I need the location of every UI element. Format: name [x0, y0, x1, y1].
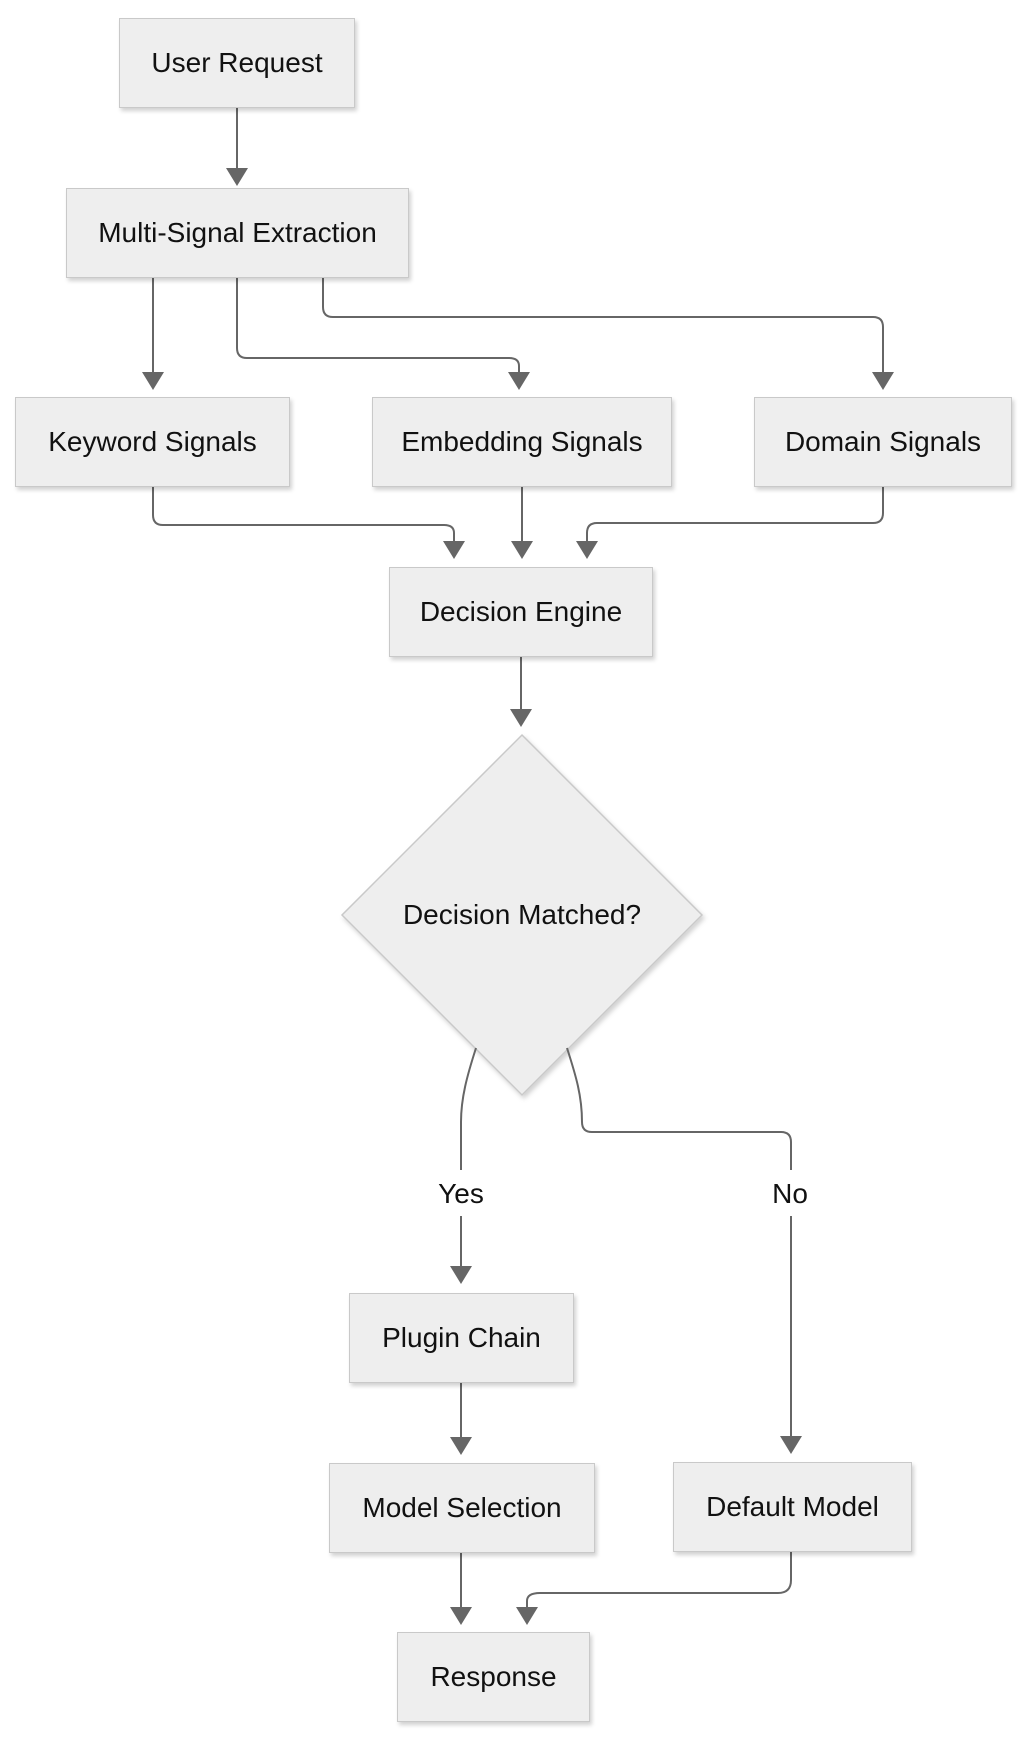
edge-label-yes: Yes	[431, 1176, 491, 1212]
edge-model-selection-to-response	[450, 1553, 472, 1625]
node-keyword-signals: Keyword Signals	[15, 397, 290, 487]
node-user-request: User Request	[119, 18, 355, 108]
arrowhead-icon	[576, 541, 598, 559]
arrowhead-icon	[450, 1607, 472, 1625]
node-decision-matched-label: Decision Matched?	[382, 898, 662, 932]
edge-yes-to-plugin-chain	[450, 1216, 472, 1284]
arrowhead-icon	[443, 541, 465, 559]
yes-label-text: Yes	[438, 1178, 484, 1209]
node-response: Response	[397, 1632, 590, 1722]
node-model-selection: Model Selection	[329, 1463, 595, 1553]
edge-decision-engine-to-diamond	[510, 657, 532, 727]
decision-matched-text: Decision Matched?	[402, 899, 642, 930]
node-decision-diamond	[340, 733, 704, 1097]
arrowhead-icon	[226, 168, 248, 186]
arrowhead-icon	[450, 1266, 472, 1284]
arrowhead-icon	[516, 1607, 538, 1625]
edge-keyword-to-decision-engine	[152, 487, 465, 559]
arrowhead-icon	[511, 541, 533, 559]
node-default-model: Default Model	[673, 1462, 912, 1552]
edge-diamond-to-no-label	[566, 1047, 792, 1170]
node-domain-signals-label: Domain Signals	[784, 426, 982, 457]
arrowhead-icon	[780, 1436, 802, 1454]
node-embedding-signals: Embedding Signals	[372, 397, 672, 487]
no-label-text: No	[772, 1178, 808, 1209]
node-plugin-chain: Plugin Chain	[349, 1293, 574, 1383]
edge-multi-signal-to-embedding	[236, 278, 530, 390]
arrowhead-icon	[450, 1437, 472, 1455]
node-domain-signals: Domain Signals	[754, 397, 1012, 487]
arrowhead-icon	[508, 372, 530, 390]
arrowhead-icon	[510, 709, 532, 727]
edge-diamond-to-yes-label	[460, 1047, 477, 1170]
edge-default-model-to-response	[516, 1552, 792, 1625]
node-default-model-label: Default Model	[706, 1491, 879, 1522]
node-response-label: Response	[430, 1661, 557, 1692]
arrowhead-icon	[872, 372, 894, 390]
node-plugin-chain-label: Plugin Chain	[382, 1322, 541, 1353]
node-decision-engine: Decision Engine	[389, 567, 653, 657]
node-multi-signal-extraction-label: Multi-Signal Extraction	[98, 217, 377, 248]
edge-user-request-to-multi-signal	[226, 108, 248, 186]
edge-label-no: No	[762, 1176, 818, 1212]
node-keyword-signals-label: Keyword Signals	[48, 426, 257, 457]
edge-no-to-default-model	[780, 1216, 802, 1454]
edge-embedding-to-decision-engine	[511, 487, 533, 559]
node-decision-engine-label: Decision Engine	[419, 596, 623, 627]
edge-multi-signal-to-keyword	[142, 278, 164, 390]
edge-domain-to-decision-engine	[576, 487, 884, 559]
edge-plugin-chain-to-model-selection	[450, 1383, 472, 1455]
node-user-request-label: User Request	[151, 47, 323, 78]
node-embedding-signals-label: Embedding Signals	[401, 426, 643, 457]
node-model-selection-label: Model Selection	[362, 1492, 562, 1523]
arrowhead-icon	[142, 372, 164, 390]
edge-multi-signal-to-domain	[322, 278, 894, 390]
node-multi-signal-extraction: Multi-Signal Extraction	[66, 188, 409, 278]
